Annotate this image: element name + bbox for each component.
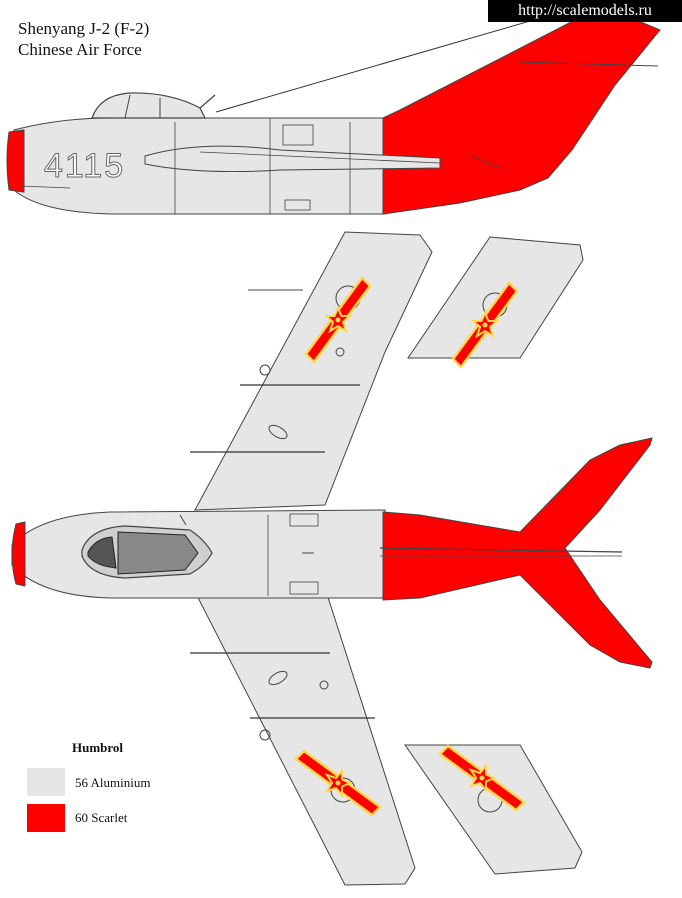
legend-title: Humbrol	[72, 740, 124, 755]
aluminium-label: 56 Aluminium	[75, 775, 151, 790]
aluminium-swatch	[27, 768, 65, 796]
wing-panel-lower-detail	[404, 744, 583, 875]
wing-panel-upper-detail	[407, 236, 584, 369]
aircraft-serial: 4115	[44, 147, 125, 185]
watermark-url[interactable]: http://scalemodels.ru	[488, 0, 682, 22]
air-force-subtitle: Chinese Air Force	[18, 40, 142, 59]
top-view	[11, 231, 653, 886]
side-view: 4115	[6, 4, 661, 215]
scarlet-label: 60 Scarlet	[75, 810, 128, 825]
scarlet-swatch	[27, 804, 65, 832]
aircraft-title: Shenyang J-2 (F-2)	[18, 19, 150, 38]
